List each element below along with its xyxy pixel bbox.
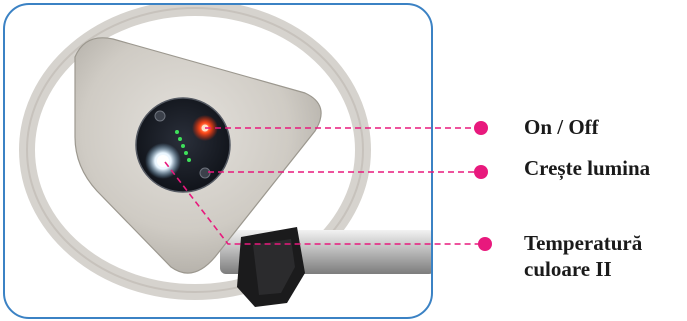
callout-dot-on-off	[474, 121, 488, 135]
callout-line-temperatura	[165, 162, 484, 244]
label-line: Crește lumina	[524, 155, 650, 181]
callout-dot-creste-lumina	[474, 165, 488, 179]
callout-label-temperatura: Temperatură culoare II	[524, 230, 642, 282]
label-line: culoare II	[524, 256, 642, 282]
callout-label-on-off: On / Off	[524, 114, 599, 140]
label-line: On / Off	[524, 114, 599, 140]
label-line: Temperatură	[524, 230, 642, 256]
callout-label-creste-lumina: Crește lumina	[524, 155, 650, 181]
callout-dot-temperatura	[478, 237, 492, 251]
